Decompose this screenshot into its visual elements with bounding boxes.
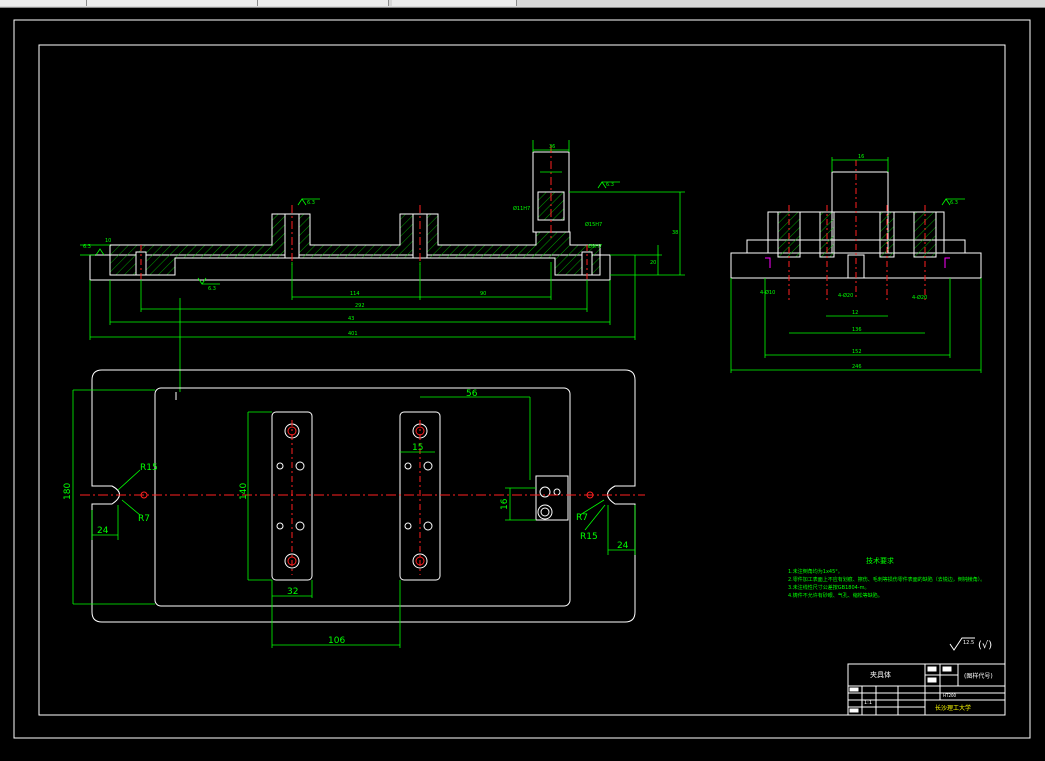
dim-56: 56 bbox=[466, 389, 478, 399]
toolbar-tab[interactable] bbox=[258, 0, 389, 6]
technical-requirements: 技术要求 1.未注倒角均为1x45°。 2.零件加工表面上不应有划痕、擦伤、毛刺… bbox=[788, 556, 985, 599]
front-view-dimensions bbox=[80, 140, 685, 392]
top-view-dimensions bbox=[72, 389, 636, 648]
dim-16: 16 bbox=[858, 154, 864, 160]
roughness-label: 6.3 bbox=[307, 200, 315, 206]
dim-24-left: 24 bbox=[97, 526, 109, 536]
sheet-inner-border bbox=[38, 44, 1006, 716]
toolbar-tab[interactable] bbox=[87, 0, 258, 6]
roughness-label: 6.3 bbox=[950, 200, 958, 206]
toolbar-tab[interactable] bbox=[392, 0, 517, 6]
dim-114: 114 bbox=[350, 291, 360, 297]
dim-38: 38 bbox=[672, 230, 678, 236]
dim-401: 401 bbox=[348, 331, 358, 337]
roughness-value: 12.5 bbox=[963, 640, 974, 646]
front-view-dim-text: 114 90 292 43 401 36 38 20 10 6.3 6.3 6.… bbox=[83, 144, 678, 337]
application-toolbar bbox=[0, 0, 1045, 8]
tech-requirement-line: 1.未注倒角均为1x45°。 bbox=[788, 568, 843, 575]
dim-180: 180 bbox=[63, 483, 73, 500]
roughness-suffix: (√) bbox=[978, 640, 992, 651]
dim-140: 140 bbox=[239, 483, 249, 500]
sheet-outer-border bbox=[13, 19, 1031, 739]
dim-106: 106 bbox=[328, 636, 345, 646]
dim-20: 20 bbox=[650, 260, 656, 266]
title-block bbox=[847, 663, 1006, 716]
front-section-view bbox=[89, 145, 611, 282]
dim-246: 246 bbox=[852, 364, 862, 370]
material: HT200 bbox=[943, 693, 957, 698]
radius-r7-right: R7 bbox=[576, 513, 588, 523]
drawing-code: (图样代号) bbox=[964, 672, 993, 680]
part-name: 夹具体 bbox=[870, 670, 891, 679]
fit-label: 4-Ø20 bbox=[838, 292, 853, 299]
dim-43: 43 bbox=[348, 316, 354, 322]
dim-12: 12 bbox=[852, 310, 858, 316]
tech-requirement-line: 3.未注线性尺寸公差按GB1804-m。 bbox=[788, 584, 869, 591]
top-plan-view bbox=[80, 369, 645, 623]
dim-90: 90 bbox=[480, 291, 486, 297]
fit-label: 4-Ø20 bbox=[912, 294, 927, 301]
scale: 1:1 bbox=[864, 700, 872, 706]
radius-r7-left: R7 bbox=[138, 514, 150, 524]
school-name: 长沙理工大学 bbox=[935, 704, 971, 712]
fit-label: Ø15H7 bbox=[585, 221, 602, 228]
dim-10: 10 bbox=[105, 238, 111, 244]
dim-136: 136 bbox=[852, 327, 862, 333]
toolbar-tab[interactable] bbox=[0, 0, 87, 6]
dim-32: 32 bbox=[287, 587, 298, 597]
dim-36: 36 bbox=[549, 144, 555, 150]
side-view-dim-text: 16 12 136 152 246 4-Ø10 4-Ø20 4-Ø20 6.3 bbox=[760, 154, 958, 370]
general-roughness-note: 12.5 (√) bbox=[949, 637, 992, 651]
side-section-view bbox=[730, 160, 982, 300]
tech-requirement-line: 2.零件加工表面上不应有划痕、擦伤、毛刺等损伤零件表面的缺陷（去锐边，倒钝棱角）… bbox=[788, 576, 985, 583]
fit-label: Ø11H7 bbox=[513, 205, 530, 212]
roughness-label: 6.3 bbox=[208, 286, 216, 292]
roughness-label: 6.3 bbox=[83, 244, 91, 250]
dim-292: 292 bbox=[355, 303, 365, 309]
dim-24-right: 24 bbox=[617, 541, 629, 551]
tech-requirement-line: 4.铸件不允许有砂眼、气孔、缩松等缺陷。 bbox=[788, 592, 883, 599]
roughness-label: 6.3 bbox=[606, 182, 614, 188]
dim-15: 15 bbox=[412, 443, 423, 453]
top-view-dim-text: 56 15 180 140 16 32 106 24 24 R15 R7 R7 … bbox=[63, 389, 629, 646]
tech-requirements-title: 技术要求 bbox=[866, 556, 894, 565]
fit-label: Ø9H7 bbox=[588, 243, 602, 250]
cad-drawing-canvas[interactable]: 114 90 292 43 401 36 38 20 10 6.3 6.3 6.… bbox=[0, 7, 1045, 761]
dim-16: 16 bbox=[500, 498, 510, 510]
radius-r15-right: R15 bbox=[580, 532, 598, 542]
fit-label: 4-Ø10 bbox=[760, 289, 775, 296]
radius-r15-left: R15 bbox=[140, 463, 158, 473]
dim-152: 152 bbox=[852, 349, 862, 355]
title-block-text: 夹具体 (图样代号) HT200 1:1 长沙理工大学 bbox=[864, 670, 993, 712]
side-view-dimensions bbox=[730, 157, 982, 373]
